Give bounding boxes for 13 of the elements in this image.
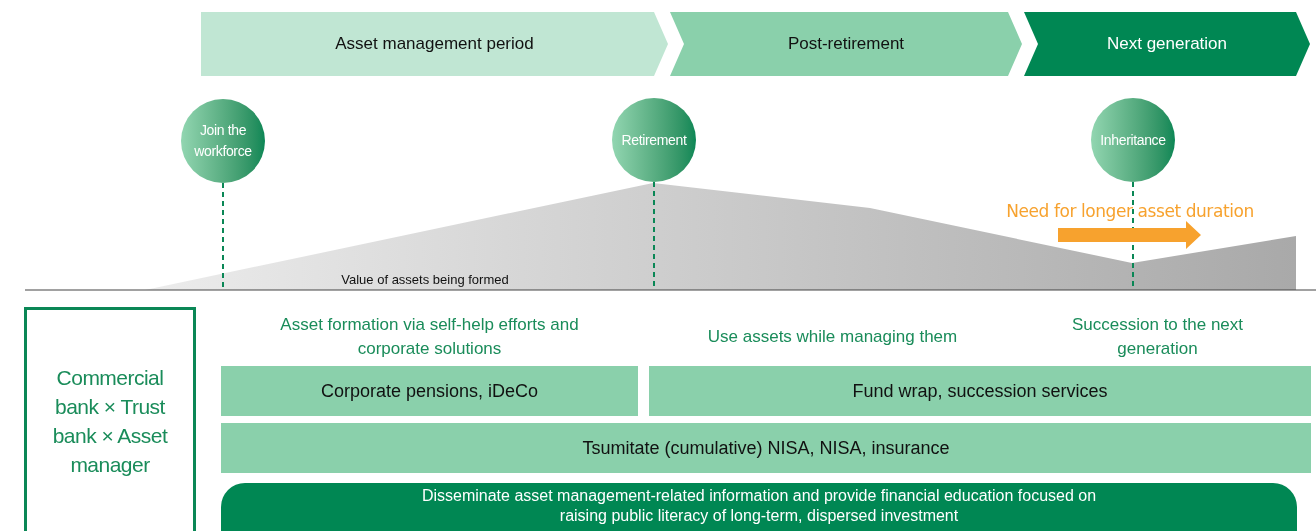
stage-caption: Asset formation via self-help efforts and corporate solutions: [279, 314, 580, 360]
stage-band: Asset management period: [201, 12, 668, 76]
stage-band: Post-retirement: [670, 12, 1022, 76]
partner-frame: Commercial bank × Trust bank × Asset manager: [24, 307, 196, 531]
education-pill: Disseminate asset management-related information and provide financial education focused on raising public literacy of long-term, dispersed investment: [221, 483, 1297, 531]
stage-caption: Use assets while managing them: [706, 326, 959, 348]
service-bar: Fund wrap, succession services: [649, 366, 1311, 416]
service-bar: Corporate pensions, iDeCo: [221, 366, 638, 416]
service-bar: Tsumitate (cumulative) NISA, NISA, insurance: [221, 423, 1311, 473]
stage-band: Next generation: [1024, 12, 1310, 76]
note-text: Need for longer asset duration: [1005, 200, 1255, 223]
area-label: Value of assets being formed: [340, 271, 510, 289]
stage-caption: Succession to the next generation: [1070, 314, 1244, 360]
